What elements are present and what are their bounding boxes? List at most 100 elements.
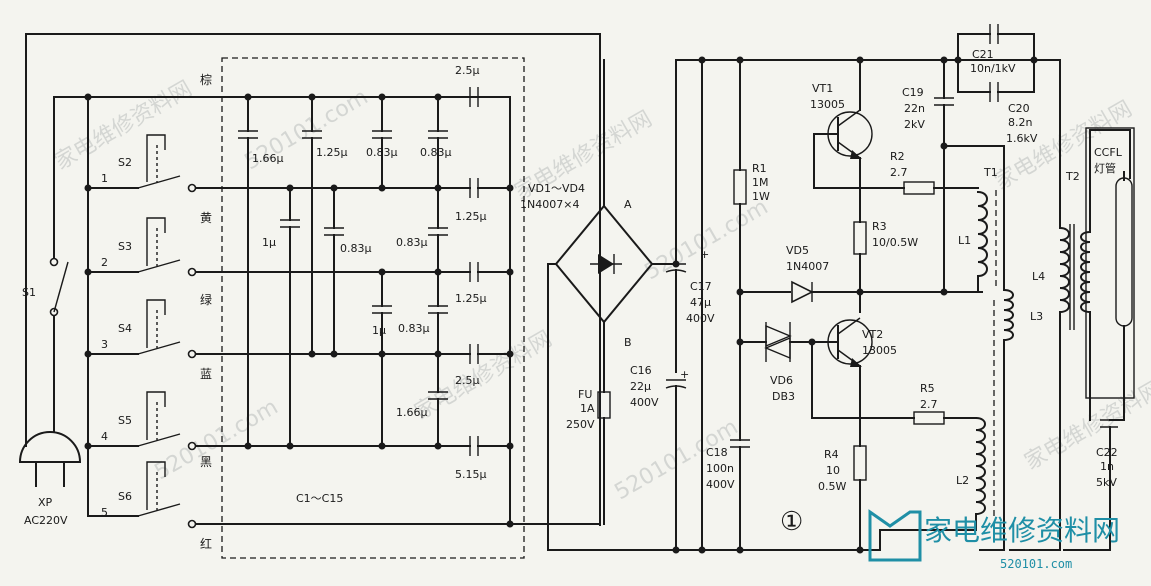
- cap-c21: C21 10n/1kV: [970, 24, 1035, 75]
- cap-voltage: 400V: [706, 478, 735, 491]
- ccfl-lamp: CCFL 灯管: [1085, 127, 1135, 421]
- res-value: 2.7: [890, 166, 908, 179]
- wire-label-yellow: 黄: [200, 211, 212, 225]
- res-label: R1: [752, 162, 767, 175]
- res-power: 1W: [752, 190, 770, 203]
- switch-label: S4: [118, 322, 132, 335]
- switch-number: 2: [101, 256, 108, 269]
- bridge-node-b: B: [624, 336, 632, 349]
- capacitor-bank-box: [221, 57, 525, 559]
- cap-label: C17: [690, 280, 712, 293]
- inductor-l2: L2: [879, 300, 995, 531]
- cap-value: 1.66μ: [396, 406, 428, 419]
- series-caps: [439, 87, 511, 456]
- res-value: 2.7: [920, 398, 938, 411]
- cap-value: 10n/1kV: [970, 62, 1016, 75]
- cap-value: 0.83μ: [398, 322, 430, 335]
- cap-voltage: 2kV: [904, 118, 925, 131]
- inductor-label: L4: [1032, 270, 1045, 283]
- switch-s4: S4 3: [87, 299, 197, 359]
- plug-xp: XP AC220V: [18, 431, 82, 527]
- diac-type: DB3: [772, 390, 795, 403]
- transistor-vt2: VT2 13005: [827, 317, 897, 367]
- transistor-vt1: VT1 13005: [810, 82, 873, 159]
- switch-s5: S5 4: [87, 391, 197, 451]
- switch-label: S3: [118, 240, 132, 253]
- cap-label: C18: [706, 446, 728, 459]
- bridge-type: 1N4007×4: [520, 198, 579, 211]
- resistor-r1: R1 1M 1W: [733, 162, 770, 205]
- cap-c18: C18 100n 400V: [706, 439, 750, 551]
- res-value: 10: [826, 464, 840, 477]
- cap-voltage: 400V: [630, 396, 659, 409]
- wire-top-loop: [25, 33, 601, 526]
- fuse-label: FU: [578, 388, 592, 401]
- inductor-label: L1: [958, 234, 971, 247]
- cap-label: C19: [902, 86, 924, 99]
- cap-value: 1.66μ: [252, 152, 284, 165]
- cap-bank-label: C1～C15: [296, 492, 343, 505]
- transformer-t2: T2: [1065, 170, 1092, 330]
- diac-label: VD6: [770, 374, 793, 387]
- cap-value: 1.25μ: [455, 292, 487, 305]
- resistor-r2: R2 2.7: [890, 150, 965, 195]
- diode-label: VD5: [786, 244, 809, 257]
- switch-s2: S2 1: [87, 134, 197, 193]
- switch-s1: S1: [22, 257, 69, 317]
- lamp-label: CCFL: [1094, 146, 1123, 159]
- cap-value: 1.25μ: [316, 146, 348, 159]
- watermark-text: 家电维修资料网: [411, 327, 557, 426]
- brand-url: 520101.com: [1000, 557, 1072, 571]
- transformer-label: T1: [983, 166, 998, 179]
- fuse-fu: FU 1A 250V: [566, 388, 611, 525]
- fuse-rating: 1A: [580, 402, 595, 415]
- res-label: R2: [890, 150, 905, 163]
- fuse-voltage: 250V: [566, 418, 595, 431]
- wire-vt2-base: [811, 341, 915, 419]
- cap-c22: C22 1n 5kV: [1063, 419, 1118, 551]
- transistor-type: 13005: [862, 344, 897, 357]
- res-value: 10/0.5W: [872, 236, 918, 249]
- switch-number: 3: [101, 338, 108, 351]
- brand-book-icon: [868, 509, 922, 562]
- lamp-type: 灯管: [1094, 161, 1116, 175]
- transistor-label: VT2: [862, 328, 883, 341]
- cap-value: 1.25μ: [455, 210, 487, 223]
- plug-label: XP: [38, 496, 53, 509]
- diac-vd6: VD6 DB3: [739, 322, 837, 403]
- plug-rating: AC220V: [24, 514, 68, 527]
- cap-c16: + C16 22μ 400V: [630, 364, 689, 551]
- cap-value: 2.5μ: [455, 374, 480, 387]
- wire-label-brown: 棕: [200, 72, 212, 87]
- cap-value: 8.2n: [1008, 116, 1032, 129]
- inductor-l4: L4: [1009, 226, 1070, 551]
- res-power: 0.5W: [818, 480, 846, 493]
- diode-vd5: VD5 1N4007: [739, 244, 983, 304]
- transformer-label: T2: [1065, 170, 1080, 183]
- cap-value: 47μ: [690, 296, 711, 309]
- wire-label-green: 绿: [200, 292, 212, 307]
- inductor-l1: L1 T1: [958, 166, 998, 293]
- cap-voltage: 400V: [686, 312, 715, 325]
- transistor-type: 13005: [810, 98, 845, 111]
- cap-value: 1μ: [262, 236, 276, 249]
- res-value: 1M: [752, 176, 769, 189]
- resistor-r5: R5 2.7: [913, 382, 977, 425]
- cap-value: 0.83μ: [420, 146, 452, 159]
- watermark-url: 520101.com: [151, 395, 283, 486]
- res-label: R5: [920, 382, 935, 395]
- resistor-r3: R3 10/0.5W: [853, 220, 918, 313]
- figure-number: ①: [780, 507, 803, 537]
- cap-c19: C19 22n 2kV: [902, 86, 954, 293]
- svg-text:+: +: [700, 248, 709, 261]
- switch-label: S2: [118, 156, 132, 169]
- shunt-caps: [238, 96, 448, 447]
- cap-value: 0.83μ: [396, 236, 428, 249]
- resistor-r4: R4 10 0.5W: [818, 445, 867, 551]
- inductor-label: L3: [1030, 310, 1043, 323]
- wire-label-blue: 蓝: [200, 367, 212, 381]
- bridge-rectifier: VD1～VD4 1N4007×4 A B: [520, 182, 654, 349]
- bridge-label: VD1～VD4: [528, 182, 585, 195]
- switch-number: 1: [101, 172, 108, 185]
